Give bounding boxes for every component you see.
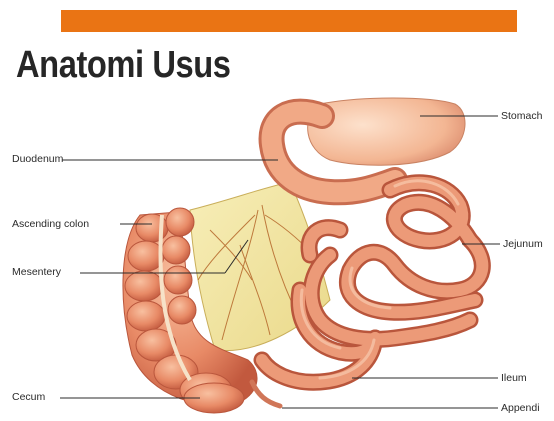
label-jejunum: Jejunum	[503, 238, 543, 250]
appendix	[252, 382, 280, 406]
label-ileum: Ileum	[501, 372, 527, 384]
intestine-anatomy-illustration	[0, 94, 554, 421]
title-accent-bar	[61, 10, 517, 32]
label-duodenum: Duodenum	[12, 153, 63, 165]
label-mesentery: Mesentery	[12, 266, 61, 278]
label-appendix: Appendi	[501, 402, 540, 414]
label-ascending-colon: Ascending colon	[12, 218, 89, 230]
label-stomach: Stomach	[501, 110, 542, 122]
label-cecum: Cecum	[12, 391, 45, 403]
slide-title: Anatomi Usus	[16, 44, 231, 87]
